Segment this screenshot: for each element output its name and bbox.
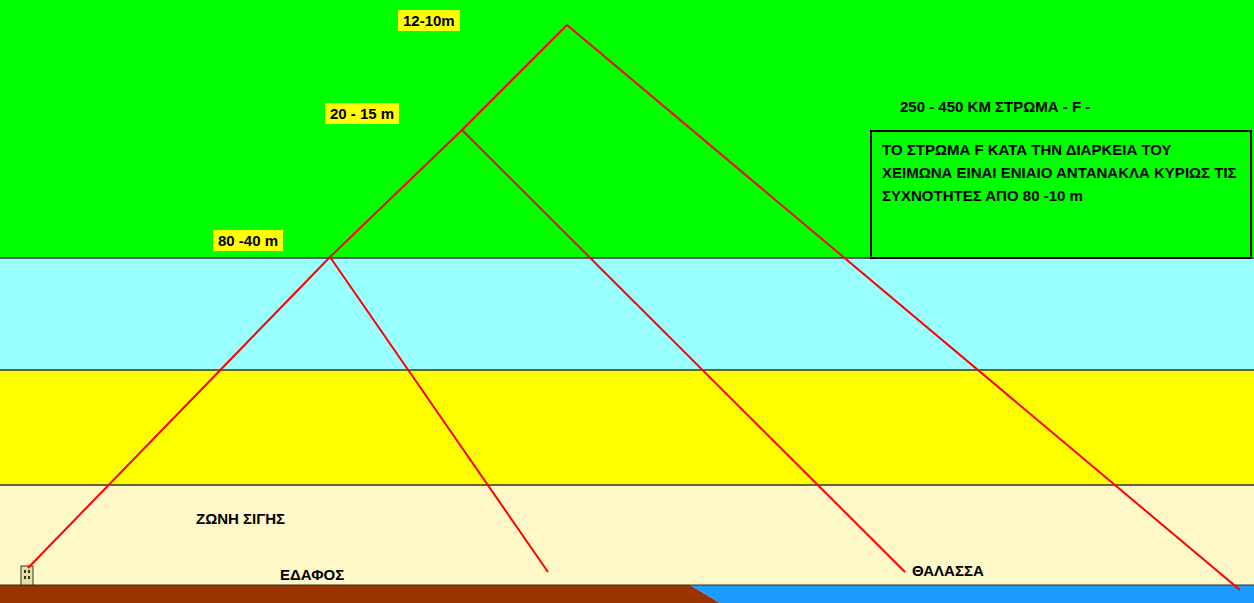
frequency-label-holder: 12-10m	[398, 10, 460, 31]
note-text: ΤΟ ΣΤΡΩΜΑ F ΚΑΤΑ ΤΗΝ ΔΙΑΡΚΕΙΑ ΤΟΥ ΧΕΙΜΩΝ…	[882, 138, 1242, 207]
frequency-label: 12-10m	[398, 10, 460, 31]
layer-height-label: 250 - 450 KM ΣΤΡΩΜΑ - F -	[900, 98, 1090, 115]
band-boundary	[0, 369, 1254, 371]
e-layer-band	[0, 258, 1254, 370]
sea-label-holder: ΘΑΛΑΣΣΑ	[912, 562, 984, 580]
note-box: ΤΟ ΣΤΡΩΜΑ F ΚΑΤΑ ΤΗΝ ΔΙΑΡΚΕΙΑ ΤΟΥ ΧΕΙΜΩΝ…	[870, 130, 1252, 259]
zone-label: ΖΩΝΗ ΣΙΓΗΣ	[196, 510, 285, 527]
silence-zone-band	[0, 485, 1254, 585]
ground	[0, 585, 720, 603]
station-building	[21, 566, 33, 585]
band-boundary	[0, 484, 1254, 486]
frequency-label-holder: 80 -40 m	[213, 230, 283, 251]
ground-line	[0, 585, 1254, 586]
frequency-label: 20 - 15 m	[325, 103, 399, 124]
ground-label-holder: ΕΔΑΦΟΣ	[280, 566, 344, 584]
zone-label-holder: ΖΩΝΗ ΣΙΓΗΣ	[196, 510, 285, 528]
sea-label: ΘΑΛΑΣΣΑ	[912, 562, 984, 579]
frequency-label: 80 -40 m	[213, 230, 283, 251]
layer-height-label-holder: 250 - 450 KM ΣΤΡΩΜΑ - F -	[900, 98, 1090, 116]
d-layer-band	[0, 370, 1254, 485]
frequency-label-holder: 20 - 15 m	[325, 103, 399, 124]
sea	[690, 585, 1254, 603]
ground-label: ΕΔΑΦΟΣ	[280, 566, 344, 583]
radio-ray	[28, 25, 1240, 590]
f-layer-band	[0, 0, 1254, 258]
